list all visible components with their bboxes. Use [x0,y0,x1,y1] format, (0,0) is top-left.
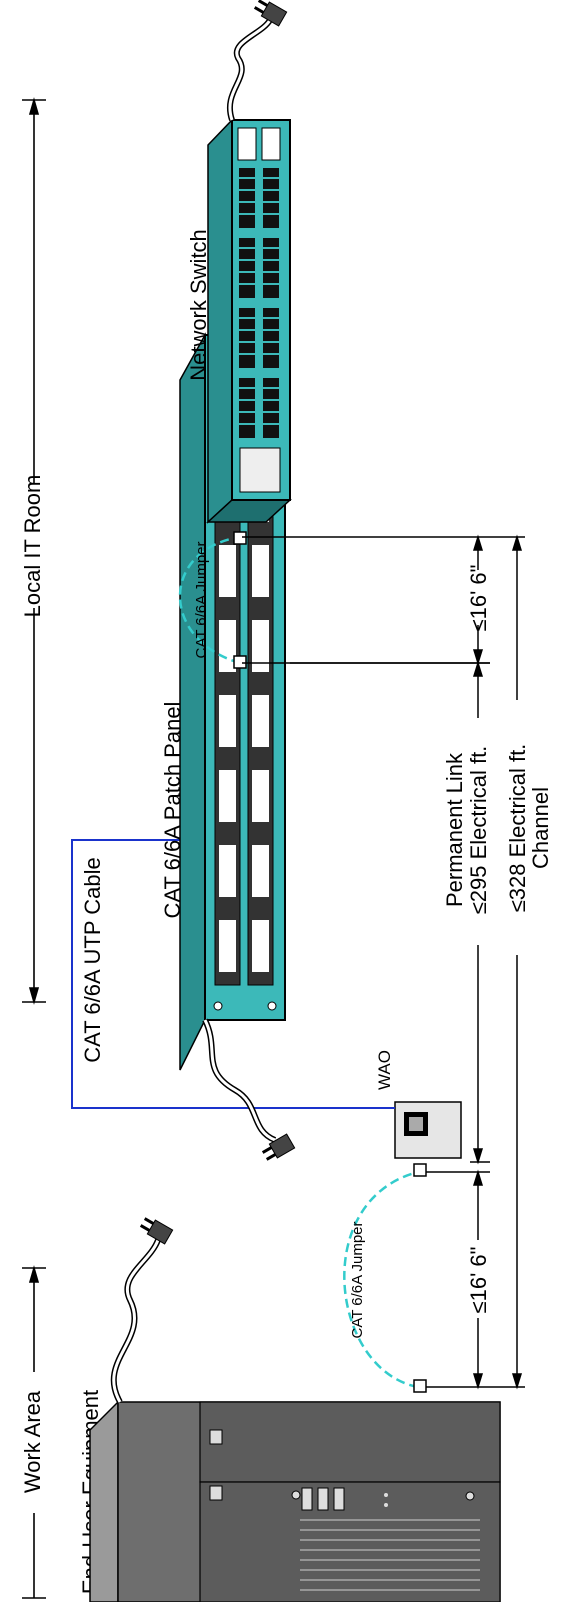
channel-length-label: ≤328 Electrical ft. [505,744,530,913]
rj45-connector-icon [233,655,247,669]
work-area-label: Work Area [20,1390,45,1493]
end-user-computer [89,1400,501,1602]
channel-label: Channel [528,787,553,869]
power-plug-icon [139,1217,174,1245]
link-length-label: ≤295 Electrical ft. [466,746,491,915]
local-it-room-dimension [22,97,46,1005]
local-it-room-label: Local IT Room [20,475,45,618]
jumper-label-bottom: CAT 6/6A Jumper [349,1221,366,1338]
jumper-length-top: ≤16' 6" [466,565,491,632]
wao-outlet [394,1101,462,1159]
wao-label: WAO [375,1050,394,1090]
jumper-cable-bottom [343,1170,419,1389]
length-dimensions [242,534,525,1390]
network-switch-label: Network Switch [186,229,211,381]
work-area-dimension [22,1265,46,1599]
jumper-label-top: CAT 6/6A Jumper [193,541,210,658]
rj45-connector-icon [413,1379,427,1393]
jumper-length-bottom: ≤16' 6" [466,1247,491,1314]
utp-cable-label: CAT 6/6A UTP Cable [80,857,105,1062]
jumper-cable-top [178,535,241,665]
permanent-link-label: Permanent Link [442,752,467,907]
rj45-connector-icon [413,1163,427,1177]
power-plug-icon [253,0,288,27]
rj45-connector-icon [233,531,247,545]
power-plug-icon [261,1133,296,1161]
network-switch [206,118,292,524]
